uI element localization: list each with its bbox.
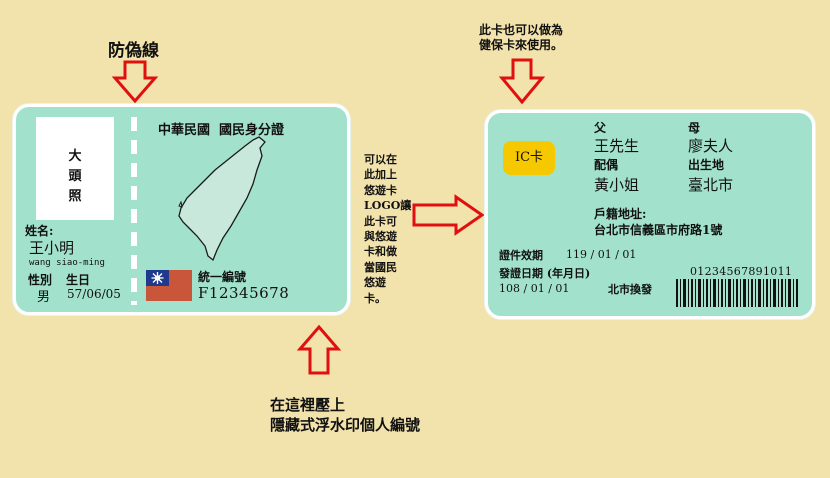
- card-title: 中華民國 國民身分證: [158, 123, 285, 138]
- watermark-note-line-2: 隱藏式浮水印個人編號: [270, 416, 421, 434]
- watermark-note-line-1: 在這裡壓上: [270, 396, 346, 414]
- security-dashed-line: [131, 117, 137, 305]
- name-value: 王小明: [29, 239, 75, 257]
- roc-flag-icon: [146, 270, 192, 301]
- id-card-front: 大 頭 照 中華民國 國民身分證 姓名: 王小明 wang siao-ming …: [13, 104, 350, 315]
- birth-value: 57/06/05: [67, 287, 121, 301]
- spouse-label: 配偶: [594, 158, 619, 172]
- barcode-number: 01234567891011: [690, 265, 793, 278]
- expiry-value: 119 / 01 / 01: [566, 248, 637, 261]
- issue-value: 108 / 01 / 01: [499, 282, 570, 295]
- expiry-label: 證件效期: [499, 249, 543, 262]
- birth-label: 生日: [66, 273, 91, 287]
- father-label: 父: [594, 121, 607, 135]
- mother-value: 廖夫人: [688, 137, 734, 155]
- id-card-back: IC卡 父 母 王先生 廖夫人 配偶 出生地 黃小姐 臺北市 戶籍地址: 台北市…: [485, 110, 815, 319]
- ic-note-line-2: 健保卡來使用。: [479, 38, 564, 52]
- ic-label: IC卡: [514, 150, 544, 165]
- arrow-right-icon: [412, 194, 485, 236]
- photo-placeholder: 大 頭 照: [36, 117, 114, 220]
- security-line-label: 防偽線: [108, 41, 159, 61]
- mother-label: 母: [688, 121, 701, 135]
- address-value: 台北市信義區市府路1號: [594, 223, 723, 237]
- father-value: 王先生: [594, 137, 640, 155]
- ic-chip-badge: IC卡: [503, 141, 555, 175]
- taiwan-map-icon: [178, 136, 266, 262]
- logo-note-text: 可以在 此加上 悠遊卡 LOGO讓 此卡可 與悠遊 卡和做 當國民 悠遊 卡。: [364, 153, 412, 305]
- photo-label-3: 照: [68, 189, 82, 204]
- arrow-up-icon: [296, 324, 342, 375]
- romanized-name: wang siao-ming: [29, 258, 105, 268]
- ic-note-line-1: 此卡也可以做為: [479, 23, 564, 37]
- spouse-value: 黃小姐: [594, 176, 640, 194]
- photo-label-2: 頭: [68, 169, 82, 184]
- name-label: 姓名:: [25, 224, 54, 238]
- photo-label-1: 大: [68, 149, 82, 164]
- issue-label: 發證日期 (年月日): [499, 267, 591, 280]
- address-label: 戶籍地址:: [594, 207, 647, 221]
- birthplace-value: 臺北市: [688, 176, 734, 194]
- issue-office: 北市換發: [608, 283, 652, 296]
- id-label: 統一編號: [198, 270, 247, 284]
- birthplace-label: 出生地: [688, 158, 725, 172]
- arrow-down-ic-icon: [498, 58, 546, 105]
- gender-label: 性別: [28, 273, 53, 287]
- arrow-down-security-icon: [111, 60, 159, 104]
- barcode-icon: [676, 279, 798, 307]
- gender-value: 男: [37, 290, 51, 305]
- id-number: F12345678: [198, 284, 290, 302]
